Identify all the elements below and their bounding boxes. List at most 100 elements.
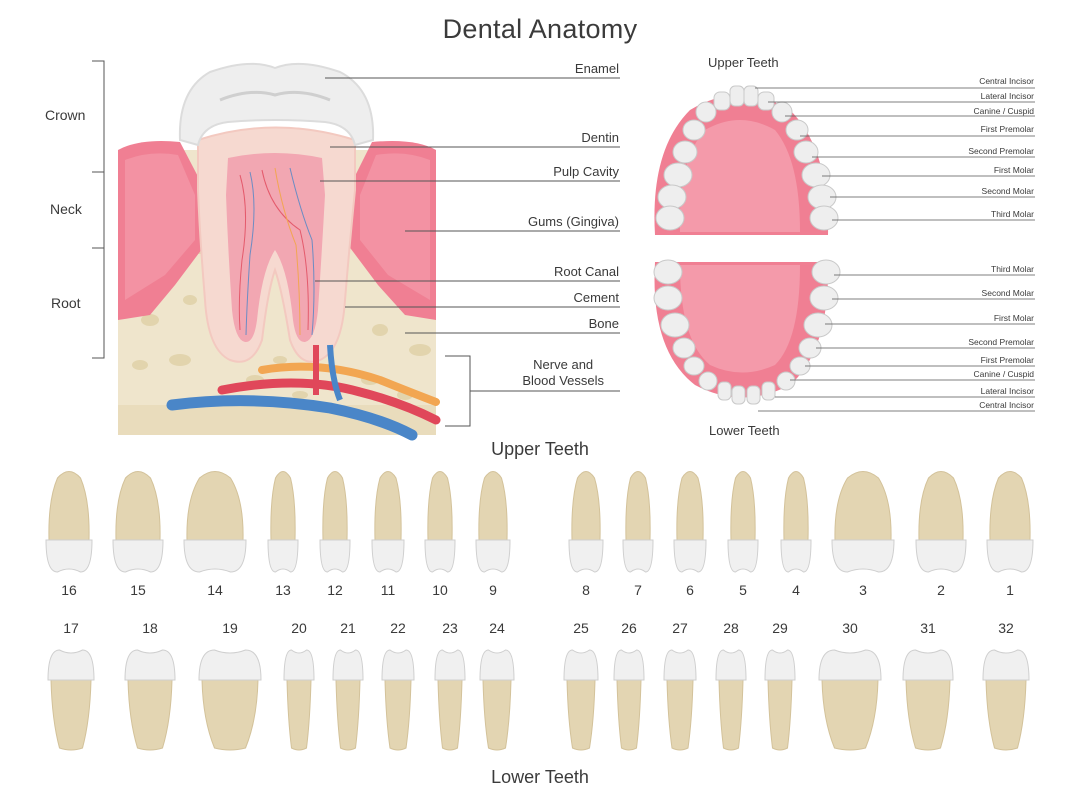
upper-tooth-number-3: 3 — [859, 582, 867, 598]
gums-label: Gums (Gingiva) — [527, 214, 619, 229]
lower-label-7: Central Incisor — [979, 400, 1034, 410]
lower-label-3: Second Premolar — [968, 337, 1034, 347]
nerve — [258, 362, 440, 406]
lower-tooth-18 — [124, 649, 176, 751]
upper-tooth-14 — [183, 471, 247, 573]
lower-tooth-number-24: 24 — [489, 620, 505, 636]
lower-tooth-21 — [332, 649, 364, 751]
lower-tooth-number-28: 28 — [723, 620, 739, 636]
lower-tooth-25 — [563, 649, 599, 751]
lower-tooth-29 — [764, 649, 796, 751]
upper-label-0: Central Incisor — [979, 76, 1034, 86]
upper-tooth-number-10: 10 — [432, 582, 448, 598]
upper-tooth-13 — [267, 471, 299, 573]
upper-row-title: Upper Teeth — [491, 439, 589, 459]
tooth-leader-lines — [315, 77, 620, 392]
lower-tooth-number-17: 17 — [63, 620, 79, 636]
upper-label-7: Third Molar — [991, 209, 1034, 219]
upper-tooth-6 — [673, 471, 707, 573]
upper-label-1: Lateral Incisor — [980, 91, 1034, 101]
upper-label-6: Second Molar — [981, 186, 1034, 196]
enamel-label: Enamel — [574, 61, 619, 76]
jaw-leader-lines — [755, 87, 1035, 412]
upper-tooth-number-1: 1 — [1006, 582, 1014, 598]
upper-tooth-1 — [986, 471, 1034, 573]
lower-tooth-number-32: 32 — [998, 620, 1014, 636]
lower-tooth-26 — [613, 649, 645, 751]
upper-label-4: Second Premolar — [968, 146, 1034, 156]
upper-tooth-number-14: 14 — [207, 582, 223, 598]
upper-label-2: Canine / Cuspid — [973, 106, 1034, 116]
vein — [166, 395, 418, 441]
lower-tooth-number-22: 22 — [390, 620, 406, 636]
cement-label: Cement — [573, 290, 619, 305]
page-title: Dental Anatomy — [442, 14, 638, 44]
lower-label-4: First Premolar — [980, 355, 1034, 365]
lower-tooth-number-29: 29 — [772, 620, 788, 636]
upper-tooth-9 — [475, 471, 511, 573]
lower-tooth-number-20: 20 — [291, 620, 307, 636]
upper-tooth-5 — [727, 471, 759, 573]
lower-tooth-32 — [982, 649, 1030, 751]
root-label: Root — [51, 295, 81, 311]
nerve-vessels-line1: Nerve and — [533, 357, 594, 372]
lower-label-1: Second Molar — [981, 288, 1034, 298]
enamel — [178, 62, 375, 147]
nerve-vessels-label: Nerve and Blood Vessels — [522, 357, 604, 389]
upper-tooth-2 — [915, 471, 967, 573]
upper-tooth-number-13: 13 — [275, 582, 291, 598]
lower-tooth-27 — [663, 649, 697, 751]
upper-tooth-4 — [780, 471, 812, 573]
lower-tooth-24 — [479, 649, 515, 751]
upper-tooth-number-11: 11 — [380, 582, 396, 598]
lower-tooth-number-18: 18 — [142, 620, 158, 636]
lower-tooth-23 — [434, 649, 466, 751]
lower-tooth-31 — [902, 649, 954, 751]
lower-tooth-number-26: 26 — [621, 620, 637, 636]
lower-jaw-header: Lower Teeth — [709, 423, 780, 438]
upper-tooth-8 — [568, 471, 604, 573]
upper-tooth-number-2: 2 — [937, 582, 945, 598]
lower-tooth-number-30: 30 — [842, 620, 858, 636]
lower-tooth-number-21: 21 — [340, 620, 356, 636]
upper-tooth-number-16: 16 — [61, 582, 77, 598]
upper-tooth-10 — [424, 471, 456, 573]
upper-tooth-number-8: 8 — [582, 582, 590, 598]
upper-teeth-row — [45, 471, 1034, 573]
upper-tooth-16 — [45, 471, 93, 573]
pulp-cavity — [226, 153, 325, 343]
lower-tooth-17 — [47, 649, 95, 751]
artery — [217, 378, 441, 425]
upper-tooth-number-4: 4 — [792, 582, 800, 598]
upper-tooth-number-7: 7 — [634, 582, 642, 598]
upper-tooth-number-5: 5 — [739, 582, 747, 598]
lower-tooth-22 — [381, 649, 415, 751]
lower-teeth-row — [47, 649, 1030, 751]
upper-tooth-number-12: 12 — [327, 582, 343, 598]
lower-label-5: Canine / Cuspid — [973, 369, 1034, 379]
lower-tooth-19 — [198, 649, 262, 751]
upper-label-3: First Premolar — [980, 124, 1034, 134]
lower-tooth-number-25: 25 — [573, 620, 589, 636]
root-canal-label: Root Canal — [553, 264, 619, 279]
upper-tooth-number-15: 15 — [130, 582, 146, 598]
upper-tooth-15 — [112, 471, 164, 573]
bone-label: Bone — [588, 316, 619, 331]
crown-label: Crown — [45, 107, 86, 123]
lower-tooth-28 — [715, 649, 747, 751]
upper-jaw-header: Upper Teeth — [708, 55, 779, 70]
lower-tooth-number-19: 19 — [222, 620, 238, 636]
lower-tooth-20 — [283, 649, 315, 751]
neck-label: Neck — [50, 201, 82, 217]
lower-tooth-number-27: 27 — [672, 620, 688, 636]
lower-tooth-30 — [818, 649, 882, 751]
upper-jaw-arch — [654, 85, 839, 235]
upper-tooth-12 — [319, 471, 351, 573]
upper-tooth-7 — [622, 471, 654, 573]
upper-label-5: First Molar — [993, 165, 1034, 175]
nerve-vessels-line2: Blood Vessels — [522, 373, 604, 388]
lower-label-0: Third Molar — [991, 264, 1034, 274]
dentin-label: Dentin — [581, 130, 619, 145]
upper-tooth-number-9: 9 — [489, 582, 497, 598]
upper-tooth-number-6: 6 — [686, 582, 694, 598]
